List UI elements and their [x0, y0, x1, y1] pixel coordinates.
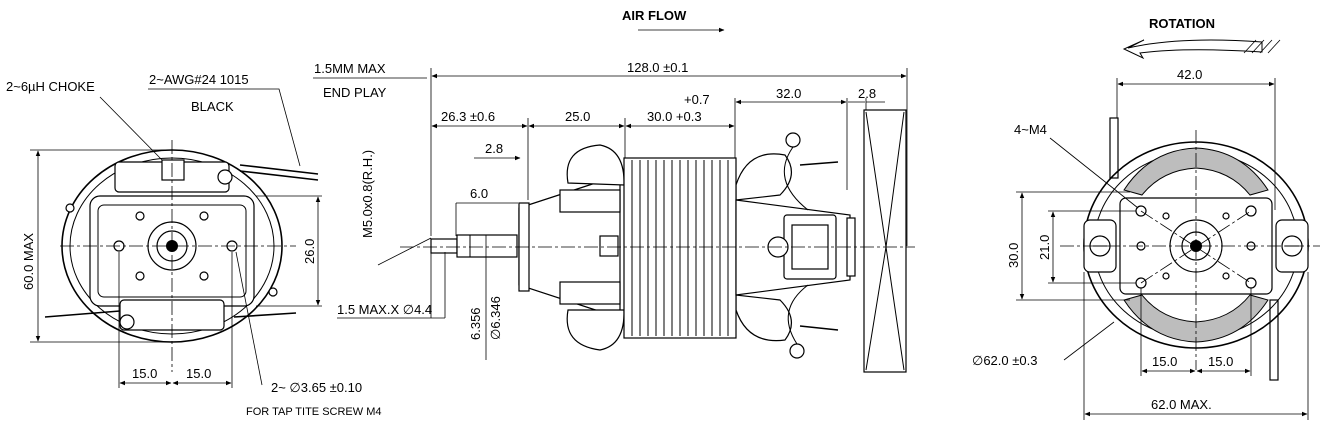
m4-hole: [1245, 277, 1257, 289]
choke-body: [161, 159, 185, 181]
winding-top-front: [566, 144, 625, 186]
bracket-arm-bottom: [559, 281, 621, 305]
shaft-thread: [430, 238, 458, 254]
lead-bottom: [787, 284, 809, 345]
thread-leader: [377, 237, 432, 266]
lead-bottom-right: [233, 312, 297, 318]
wire-awg-label: 2~AWG#24 1015: [149, 72, 249, 87]
winding-top-rear: [735, 153, 792, 201]
rotor-hub: [599, 235, 619, 257]
terminal-ring-bottom: [789, 343, 805, 359]
dim-2-8-left-label: 2.8: [485, 141, 503, 156]
hole-leader: [235, 251, 263, 386]
end-play-line1: 1.5MM MAX: [314, 61, 386, 76]
spacing-right-label: 15.0: [186, 366, 211, 381]
dim-25-label: 25.0: [565, 109, 590, 124]
stack-main-label: 30.0 +0.3: [647, 109, 702, 124]
terminal-top-right: [217, 169, 233, 185]
rotation-label: ROTATION: [1149, 16, 1215, 31]
terminal-ring-top: [785, 132, 801, 148]
rear-rivet: [1162, 272, 1170, 280]
wire-leader: [148, 88, 301, 167]
front-rivet: [199, 211, 209, 221]
rotation-arrow-icon: [1122, 39, 1263, 60]
bracket-height-label: 26.0: [302, 239, 317, 264]
shaft-end-label: 1.5 MAX.X ∅4.4: [337, 302, 432, 317]
rear-diagonal-line: [1140, 210, 1252, 284]
front-rivet: [199, 271, 209, 281]
wire-color-label: BLACK: [191, 99, 234, 114]
rear-winding-top: [1123, 147, 1269, 196]
rear-winding-bottom: [1123, 294, 1269, 343]
terminal-bottom-left: [119, 314, 135, 330]
air-flow-indicator: AIR FLOW: [622, 8, 725, 33]
lead-top: [783, 146, 809, 211]
lead-bottom-left: [44, 310, 121, 318]
spacing-left-label: 15.0: [132, 366, 157, 381]
height-max-label: 60.0 MAX: [21, 233, 36, 290]
dim-2-8-top-label: 2.8: [858, 86, 876, 101]
holes-label: 4~M4: [1014, 122, 1047, 137]
rear-spacing-left-label: 15.0: [1152, 354, 1177, 369]
height-30-label: 30.0: [1006, 243, 1021, 268]
width-max-label: 62.0 MAX.: [1151, 397, 1212, 412]
dim-32-label: 32.0: [776, 86, 801, 101]
front-rivet: [135, 271, 145, 281]
front-rivet: [135, 211, 145, 221]
diameter-label: ∅62.0 ±0.3: [972, 353, 1037, 368]
shaft-body: [456, 234, 518, 258]
thread-label: M5.0x0.8(R.H.): [360, 150, 375, 238]
screw-note-label: FOR TAP TITE SCREW M4: [246, 406, 381, 418]
total-length-label: 128.0 ±0.1: [627, 60, 688, 75]
clip-right-bottom: [268, 287, 278, 297]
m4-hole: [1245, 205, 1257, 217]
front-view: 2~6µH CHOKE 2~AWG#24 1015 BLACK: [6, 72, 381, 418]
bracket-arm-top: [559, 189, 621, 213]
rear-rivet: [1162, 212, 1170, 220]
width-top-label: 42.0: [1177, 67, 1202, 82]
rear-view: 42.0 4: [972, 67, 1320, 420]
shaft-d2-label: ∅6.346: [488, 296, 503, 340]
rear-rivet: [1222, 212, 1230, 220]
choke-label: 2~6µH CHOKE: [6, 79, 95, 94]
diameter-leader: [1063, 321, 1115, 361]
winding-bottom-front: [566, 309, 625, 351]
rotation-hatch-icon: [1243, 39, 1281, 54]
side-view: 1.5MM MAX END PLAY 128.0 ±0.1 26.3 ±0.6 …: [313, 60, 915, 373]
lead-wire-lower: [239, 170, 319, 181]
lead-wire-upper: [239, 164, 319, 175]
height-21-label: 21.0: [1037, 235, 1052, 260]
hole-spec-label: 2~ ∅3.65 ±0.10: [271, 380, 362, 395]
end-play-line2: END PLAY: [323, 85, 387, 100]
rear-lead: [1269, 299, 1279, 381]
shaft-dim-label: 26.3 ±0.6: [441, 109, 495, 124]
stator-laminations: [631, 160, 729, 336]
rear-lead: [1109, 117, 1119, 179]
holes-leader: [1049, 137, 1139, 209]
choke-leader: [99, 96, 166, 164]
winding-bottom-rear: [735, 294, 792, 342]
rotation-indicator: ROTATION: [1122, 16, 1281, 60]
clip-left-top: [65, 203, 75, 213]
shaft-d1-label: 6.356: [468, 307, 483, 340]
rear-spacing-right-label: 15.0: [1208, 354, 1233, 369]
air-flow-label: AIR FLOW: [622, 8, 687, 23]
wire-stub-bottom: [799, 325, 839, 331]
wire-stub-top: [799, 161, 839, 166]
dim-6-label: 6.0: [470, 186, 488, 201]
rear-rivet: [1222, 272, 1230, 280]
stack-tol-label: +0.7: [684, 92, 710, 107]
